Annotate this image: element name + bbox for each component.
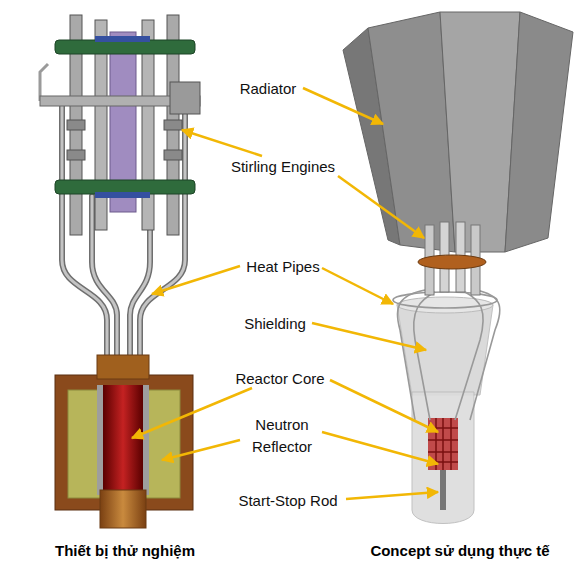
radiator-panel [505, 12, 573, 252]
part-label: Stirling Engines [203, 156, 363, 178]
caption: Thiết bị thử nghiệm [5, 540, 245, 562]
leader-arrow [182, 130, 262, 156]
leader-arrow [132, 388, 252, 438]
engine-fitting [164, 150, 182, 160]
core-cap [97, 355, 149, 379]
engine-plate [55, 180, 195, 194]
heat-pipe [414, 292, 435, 420]
heat-pipe [397, 290, 425, 420]
part-label: Shielding [215, 313, 335, 335]
leader-arrow [152, 266, 240, 294]
leader-arrow [312, 323, 426, 350]
engine-ring [418, 255, 486, 269]
part-label: Start-Stop Rod [208, 490, 368, 512]
leader-arrow [162, 440, 240, 460]
leader-arrow [338, 176, 424, 238]
engine-fitting [67, 150, 85, 160]
part-label: Heat Pipes [213, 256, 353, 278]
part-label: Radiator [218, 78, 318, 100]
engine-plate [55, 40, 195, 54]
engine-fitting [67, 120, 85, 130]
leader-arrow [322, 268, 393, 304]
shielding-top [397, 297, 493, 313]
part-label: Reactor Core [200, 368, 360, 390]
heat-pipe [455, 292, 483, 420]
core-rod [442, 418, 444, 470]
leader-arrow [346, 492, 438, 499]
engine-flange [95, 36, 150, 42]
core-gap [97, 385, 149, 495]
start-stop-rod [440, 470, 446, 510]
start-stop-rod [100, 490, 146, 528]
leader-arrow [322, 432, 438, 464]
side-box [170, 82, 200, 114]
part-label: Neutron Reflector [237, 414, 327, 458]
engine-fitting [164, 120, 182, 130]
pipe-ring [393, 292, 497, 308]
engine-flange [95, 192, 150, 198]
leader-arrow [303, 88, 383, 124]
core-rod [450, 418, 452, 470]
small-pipe [40, 64, 48, 101]
caption: Concept sử dụng thực tế [335, 540, 585, 562]
reactor-core [103, 385, 143, 493]
core-vessel [412, 392, 474, 524]
leader-arrow [330, 380, 438, 432]
